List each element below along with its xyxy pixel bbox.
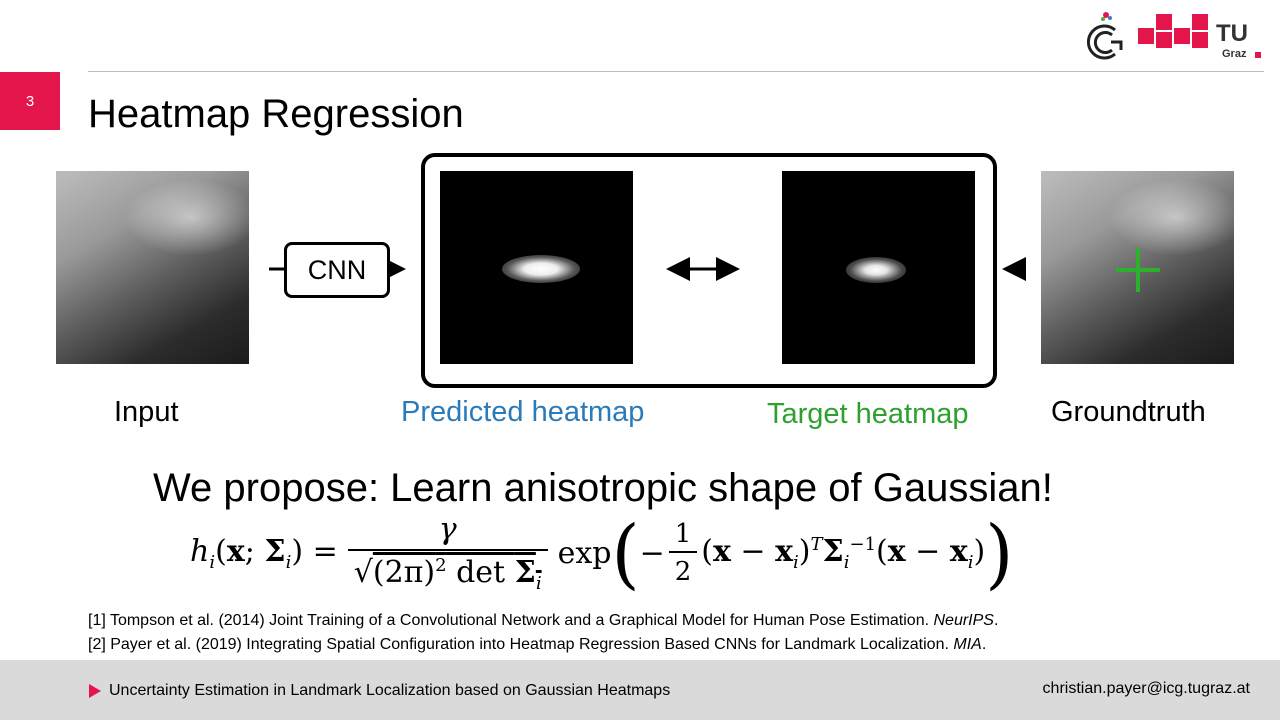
slide-title: Heatmap Regression <box>88 92 464 136</box>
caption-predicted-heatmap: Predicted heatmap <box>401 396 645 428</box>
reference-2: [2] Payer et al. (2019) Integrating Spat… <box>88 636 987 653</box>
target-heatmap-image <box>782 171 975 364</box>
caption-groundtruth: Groundtruth <box>1051 396 1206 428</box>
reference-1: [1] Tompson et al. (2014) Joint Training… <box>88 612 999 629</box>
slide-number: 3 <box>0 72 60 130</box>
tugraz-logo-dot <box>1255 52 1261 58</box>
diagram-arrows <box>269 257 1026 281</box>
landmark-cross-v <box>1136 248 1140 292</box>
header-divider <box>88 71 1264 72</box>
predicted-heatmap-image <box>440 171 633 364</box>
gaussian-formula: hi(x; Σi) = γ √(2π)2 det Σi exp ( − 1 2 … <box>190 508 1014 598</box>
footer-email: christian.payer@icg.tugraz.at <box>1042 680 1250 697</box>
tugraz-logo-subtext: Graz <box>1222 48 1247 60</box>
input-image <box>56 171 249 364</box>
cnn-box: CNN <box>284 242 390 298</box>
caption-input: Input <box>114 396 179 428</box>
groundtruth-image <box>1041 171 1234 364</box>
footer-title: Uncertainty Estimation in Landmark Local… <box>109 682 671 699</box>
footer-bar <box>0 660 1280 720</box>
heatmap-frame <box>421 153 997 388</box>
play-arrow-icon <box>89 684 101 698</box>
tugraz-logo-text: TU <box>1216 20 1248 47</box>
proposal-statement: We propose: Learn anisotropic shape of G… <box>153 466 1053 510</box>
tugraz-logo <box>1138 14 1208 48</box>
icg-logo <box>1086 12 1123 60</box>
caption-target-heatmap: Target heatmap <box>767 398 969 430</box>
